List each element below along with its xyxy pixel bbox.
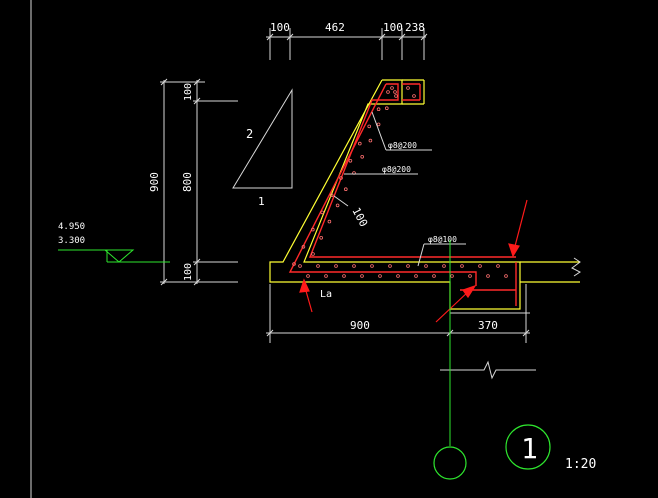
rebar-lines bbox=[288, 83, 517, 306]
rebar-dot bbox=[368, 138, 373, 143]
section-number-circle bbox=[505, 424, 551, 470]
dim-top-1: 100 bbox=[270, 21, 290, 34]
dim-bottom-1: 900 bbox=[350, 319, 370, 332]
concrete-outline bbox=[269, 79, 580, 310]
rebar-dot bbox=[335, 203, 340, 208]
rebar-dot bbox=[348, 159, 353, 163]
rebar-dot bbox=[386, 90, 390, 94]
rebar-dot bbox=[334, 264, 338, 268]
section-number: 1 bbox=[521, 432, 538, 465]
left-dimension-chain bbox=[160, 78, 238, 286]
rebar-dot bbox=[370, 264, 374, 268]
rebar-dot bbox=[343, 187, 348, 192]
rebar-dot bbox=[357, 141, 362, 146]
thickness-label: 100 bbox=[349, 205, 370, 229]
rebar-dot bbox=[310, 227, 315, 232]
dim-left-mid: 800 bbox=[181, 172, 194, 192]
rebar-dot bbox=[311, 252, 315, 256]
rebar-dots bbox=[292, 86, 508, 278]
rebar-dot bbox=[376, 122, 381, 127]
grid-axis-bubble bbox=[433, 446, 467, 480]
anchor-length-label: La bbox=[320, 289, 332, 300]
rebar-dot bbox=[486, 274, 490, 278]
rebar-dot bbox=[352, 264, 356, 268]
annotation-arrows bbox=[299, 199, 528, 323]
rebar-dot bbox=[367, 124, 372, 129]
top-dimension-chain bbox=[266, 28, 428, 60]
slope-horizontal-label: 1 bbox=[258, 195, 265, 208]
rebar-dot bbox=[460, 264, 464, 268]
dim-left-bottom: 100 bbox=[183, 263, 194, 281]
rebar-dot bbox=[320, 210, 325, 215]
rebar-dot bbox=[396, 274, 400, 278]
slope-vertical-label: 2 bbox=[246, 127, 253, 141]
rebar-dot bbox=[394, 94, 398, 98]
level-marker bbox=[58, 249, 170, 263]
dim-top-2: 462 bbox=[325, 21, 345, 34]
dim-top-3: 100 bbox=[383, 21, 403, 34]
rebar-dot bbox=[424, 264, 428, 268]
rebar-dot bbox=[360, 274, 364, 278]
rebar-dot bbox=[306, 274, 310, 278]
rebar-dot bbox=[406, 86, 410, 90]
rebar-leaders bbox=[333, 111, 466, 267]
rebar-dot bbox=[319, 236, 324, 240]
rebar-dot bbox=[468, 274, 472, 278]
rebar-dot bbox=[342, 274, 346, 278]
rebar-dot bbox=[360, 155, 365, 159]
rebar-dot bbox=[298, 264, 302, 268]
rebar-dot bbox=[390, 86, 394, 90]
rebar-dot bbox=[432, 274, 436, 278]
section-scale: 1:20 bbox=[565, 457, 596, 472]
rebar-dot bbox=[450, 274, 454, 278]
rebar-label-slab: φ8@100 bbox=[428, 235, 457, 244]
bottom-break-line bbox=[440, 360, 536, 380]
rebar-dot bbox=[478, 264, 482, 268]
rebar-label-middle: φ8@200 bbox=[382, 165, 411, 174]
slope-triangle bbox=[232, 88, 293, 189]
rebar-dot bbox=[292, 262, 296, 266]
rebar-dot bbox=[329, 193, 334, 198]
rebar-dot bbox=[339, 176, 343, 180]
rebar-dot bbox=[442, 264, 446, 268]
dim-left-total: 900 bbox=[148, 172, 161, 192]
rebar-dot bbox=[376, 107, 381, 111]
rebar-dot bbox=[324, 274, 328, 278]
rebar-dot bbox=[301, 245, 306, 249]
rebar-dot bbox=[414, 274, 418, 278]
dim-bottom-2: 370 bbox=[478, 319, 498, 332]
level-upper: 4.950 bbox=[58, 222, 85, 232]
rebar-dot bbox=[388, 264, 392, 268]
level-lower: 3.300 bbox=[58, 236, 85, 246]
rebar-dot bbox=[504, 274, 508, 278]
dim-left-top: 100 bbox=[183, 83, 194, 101]
rebar-dot bbox=[316, 264, 320, 268]
rebar-label-upper: φ8@200 bbox=[388, 141, 417, 150]
bottom-dimension-chain bbox=[266, 284, 530, 343]
rebar-dot bbox=[384, 106, 389, 110]
rebar-dot bbox=[378, 274, 382, 278]
rebar-dot bbox=[406, 264, 410, 268]
rebar-dot bbox=[393, 90, 397, 94]
dim-top-4: 238 bbox=[405, 21, 425, 34]
rebar-dot bbox=[412, 94, 416, 98]
rebar-dot bbox=[327, 219, 332, 224]
rebar-dot bbox=[496, 264, 500, 268]
break-line-symbol bbox=[571, 257, 581, 277]
